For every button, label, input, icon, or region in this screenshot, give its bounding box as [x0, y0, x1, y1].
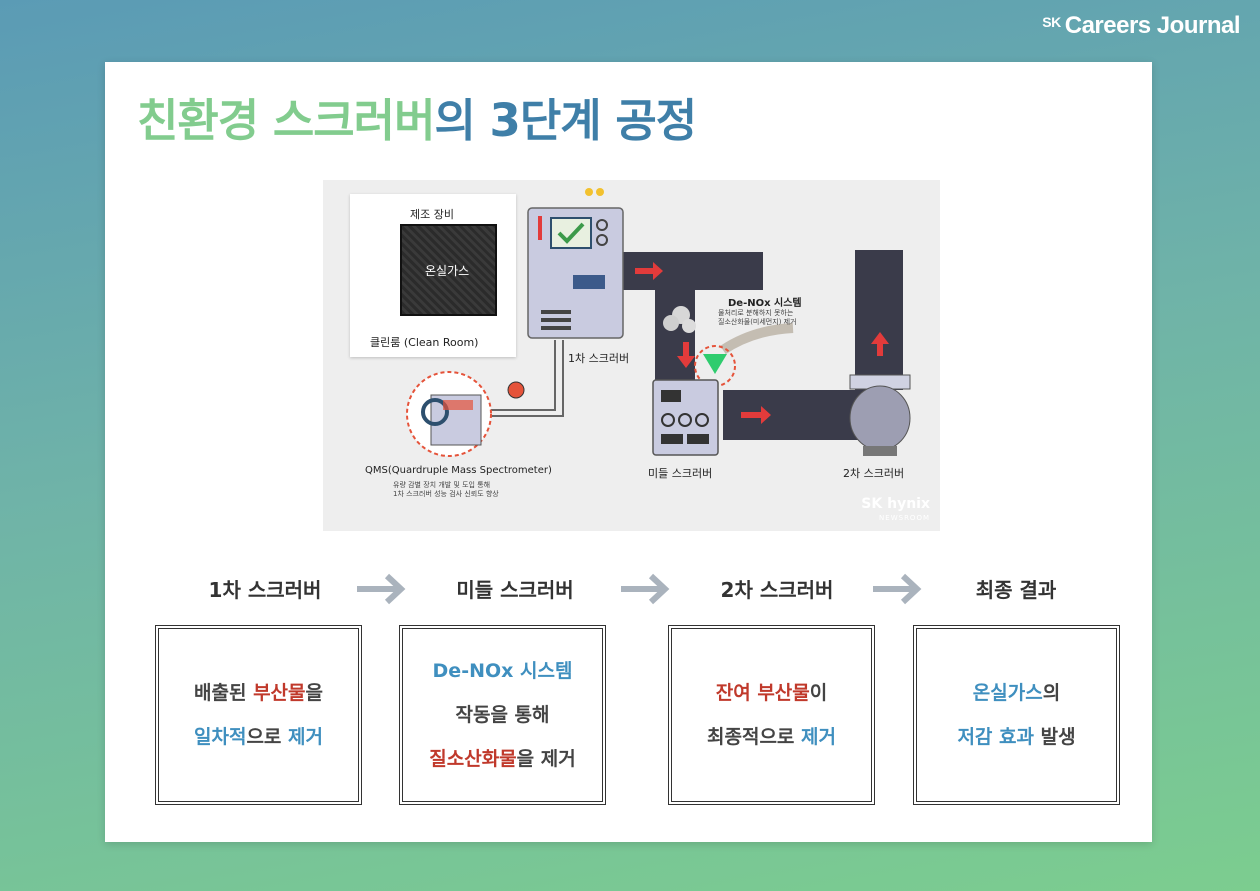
step-box-4: 온실가스의 저감 효과 발생 [913, 625, 1120, 805]
gas-chamber [400, 224, 497, 316]
qms-desc-1: 유량 감별 장치 개발 및 도입 통해 [393, 481, 491, 489]
box1-line1: 배출된 부산물을 [194, 682, 323, 704]
middle-label: 미들 스크러버 [648, 467, 713, 480]
title-rest: 의 3단계 공정 [434, 94, 697, 147]
machine-screen [550, 217, 592, 249]
duct-right [855, 250, 903, 390]
brand-prefix: SK [1042, 14, 1061, 30]
step-title-4: 최종 결과 [975, 578, 1057, 602]
box2-line3: 질소산화물을 제거 [429, 748, 576, 770]
step-box-1: 배출된 부산물을 일차적으로 제거 [155, 625, 362, 805]
clean-room-panel: 제조 장비 온실가스 클린룸 (Clean Room) [350, 194, 516, 357]
brand-name: Careers Journal [1064, 12, 1241, 39]
title-highlight: 친환경 스크러버 [137, 94, 435, 147]
clean-room-label: 클린룸 (Clean Room) [370, 336, 479, 349]
step-arrow-icon [621, 573, 670, 605]
arrow-right-icon [635, 262, 663, 280]
box4-line2: 저감 효과 발생 [957, 726, 1076, 748]
qms-label: QMS(Quardruple Mass Spectrometer) [365, 465, 552, 476]
denox-desc-1: 물처리로 분해하지 못하는 [718, 309, 794, 317]
denox-desc-2: 질소산화물(미세먼지) 제거 [718, 318, 797, 326]
diagram-graphics [406, 188, 911, 457]
box4-line1: 온실가스의 [972, 682, 1061, 704]
content-card: 친환경 스크러버의 3단계 공정 [105, 62, 1152, 842]
box2-line2: 작동을 통해 [455, 704, 550, 726]
page-title: 친환경 스크러버의 3단계 공정 [137, 84, 697, 149]
scrubber2-tank [849, 385, 911, 451]
box3-line2: 최종적으로 제거 [707, 726, 836, 748]
denox-title: De-NOx 시스템 [728, 298, 802, 309]
watermark: SK hynix NEWSROOM [861, 497, 930, 525]
step-arrow-icon [357, 573, 406, 605]
step-box-2: De-NOx 시스템 작동을 통해 질소산화물을 제거 [399, 625, 606, 805]
watermark-sub: NEWSROOM [879, 514, 930, 522]
gauge-icon [507, 381, 525, 399]
watermark-main: SK hynix [861, 496, 930, 512]
arrow-up-icon [871, 332, 889, 356]
clean-room-top-label: 제조 장비 [410, 208, 454, 221]
process-diagram: 제조 장비 온실가스 클린룸 (Clean Room) 1차 스크러버 De-N… [323, 180, 940, 531]
step-title-1: 1차 스크러버 [208, 578, 322, 602]
qms-desc-2: 1차 스크러버 성능 검사 신뢰도 향상 [393, 490, 499, 498]
step-title-3: 2차 스크러버 [720, 578, 834, 602]
step-box-3: 잔여 부산물이 최종적으로 제거 [668, 625, 875, 805]
funnel-icon [703, 354, 727, 374]
box1-line2: 일차적으로 제거 [194, 726, 323, 748]
scrubber1-label: 1차 스크러버 [568, 352, 630, 365]
step-arrow-icon [873, 573, 922, 605]
box2-line1: De-NOx 시스템 [432, 660, 573, 682]
step-title-2: 미들 스크러버 [456, 578, 574, 602]
arrow-down-icon [677, 342, 695, 368]
box3-line1: 잔여 부산물이 [715, 682, 828, 704]
arrow-right-icon-2 [741, 406, 771, 424]
check-icon [557, 222, 585, 244]
scrubber2-label: 2차 스크러버 [843, 467, 905, 480]
gas-label: 온실가스 [425, 264, 470, 278]
